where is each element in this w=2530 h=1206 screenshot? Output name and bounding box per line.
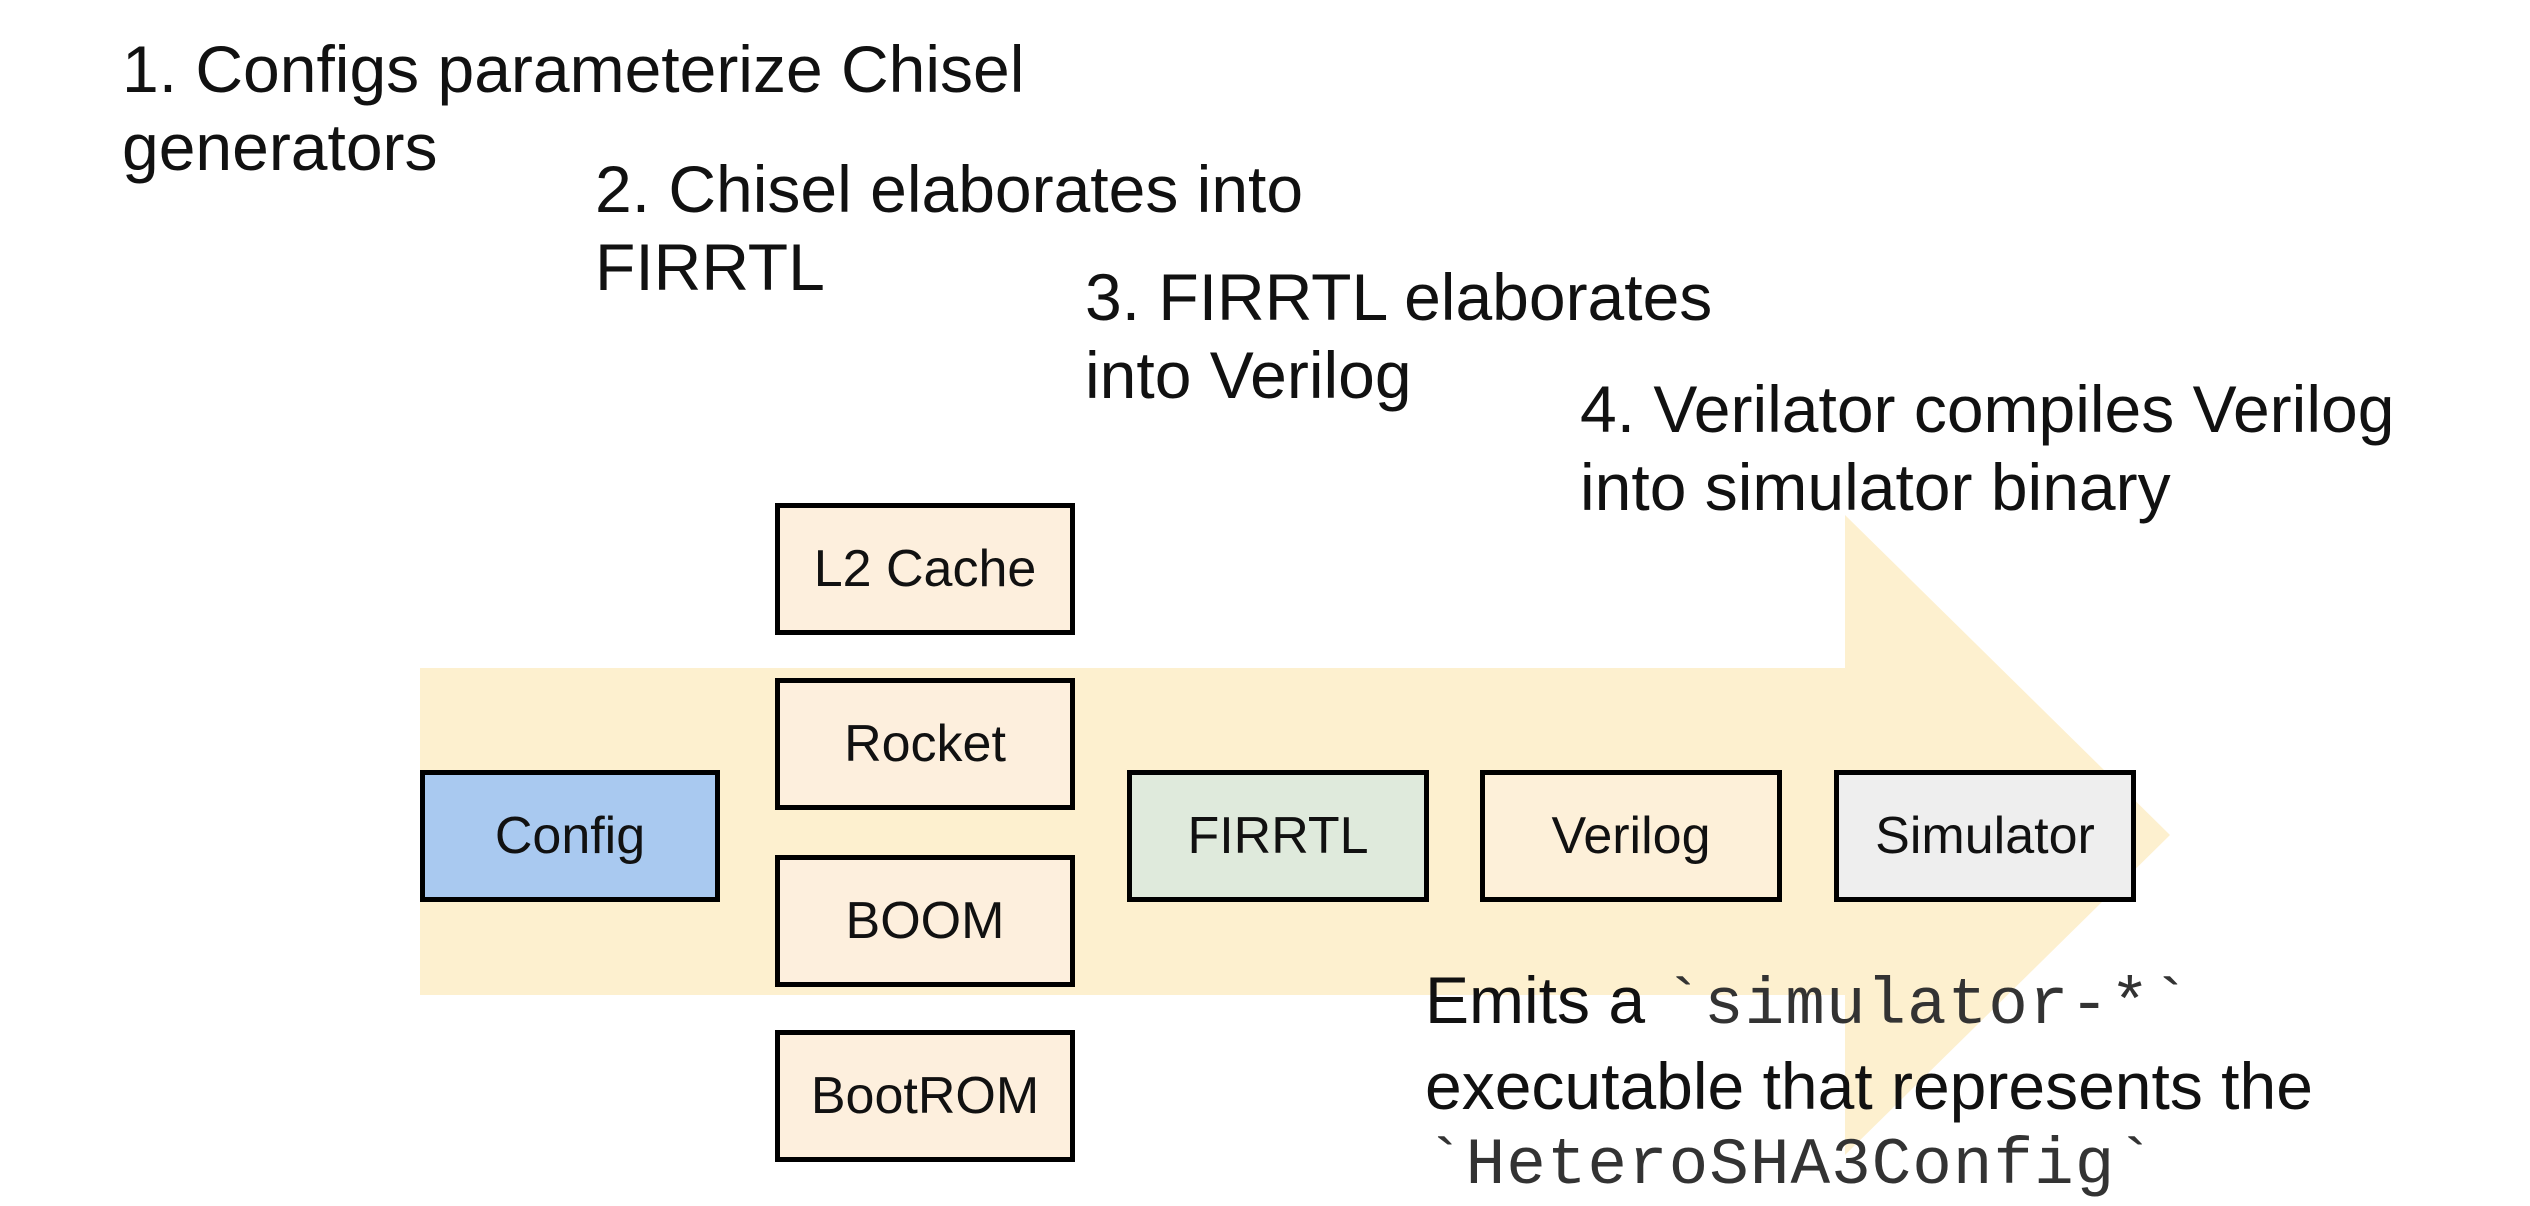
note-line-2: executable that represents the — [1425, 1049, 2313, 1123]
step-1-label: 1. Configs parameterize Chisel generator… — [122, 32, 1025, 184]
l2-cache-block: L2 Cache — [775, 503, 1075, 635]
firrtl-block: FIRRTL — [1127, 770, 1429, 902]
bootrom-block: BootROM — [775, 1030, 1075, 1162]
rocket-block: Rocket — [775, 678, 1075, 810]
verilog-block: Verilog — [1480, 770, 1782, 902]
step-4-label: 4. Verilator compiles Verilog into simul… — [1580, 372, 2395, 524]
step-2-label: 2. Chisel elaborates into FIRRTL — [595, 152, 1304, 304]
simulator-block: Simulator — [1834, 770, 2136, 902]
config-block: Config — [420, 770, 720, 902]
note-config-code: `HeteroSHA3Config` — [1425, 1128, 2156, 1203]
note-line-1: Emits a `simulator-*` — [1425, 960, 2313, 1046]
step-3-label: 3. FIRRTL elaborates into Verilog — [1085, 260, 1713, 412]
note-prefix: Emits a — [1425, 963, 1664, 1037]
boom-block: BOOM — [775, 855, 1075, 987]
note-simulator-code: `simulator-*` — [1663, 968, 2192, 1043]
output-note: Emits a `simulator-*` executable that re… — [1425, 960, 2313, 1206]
